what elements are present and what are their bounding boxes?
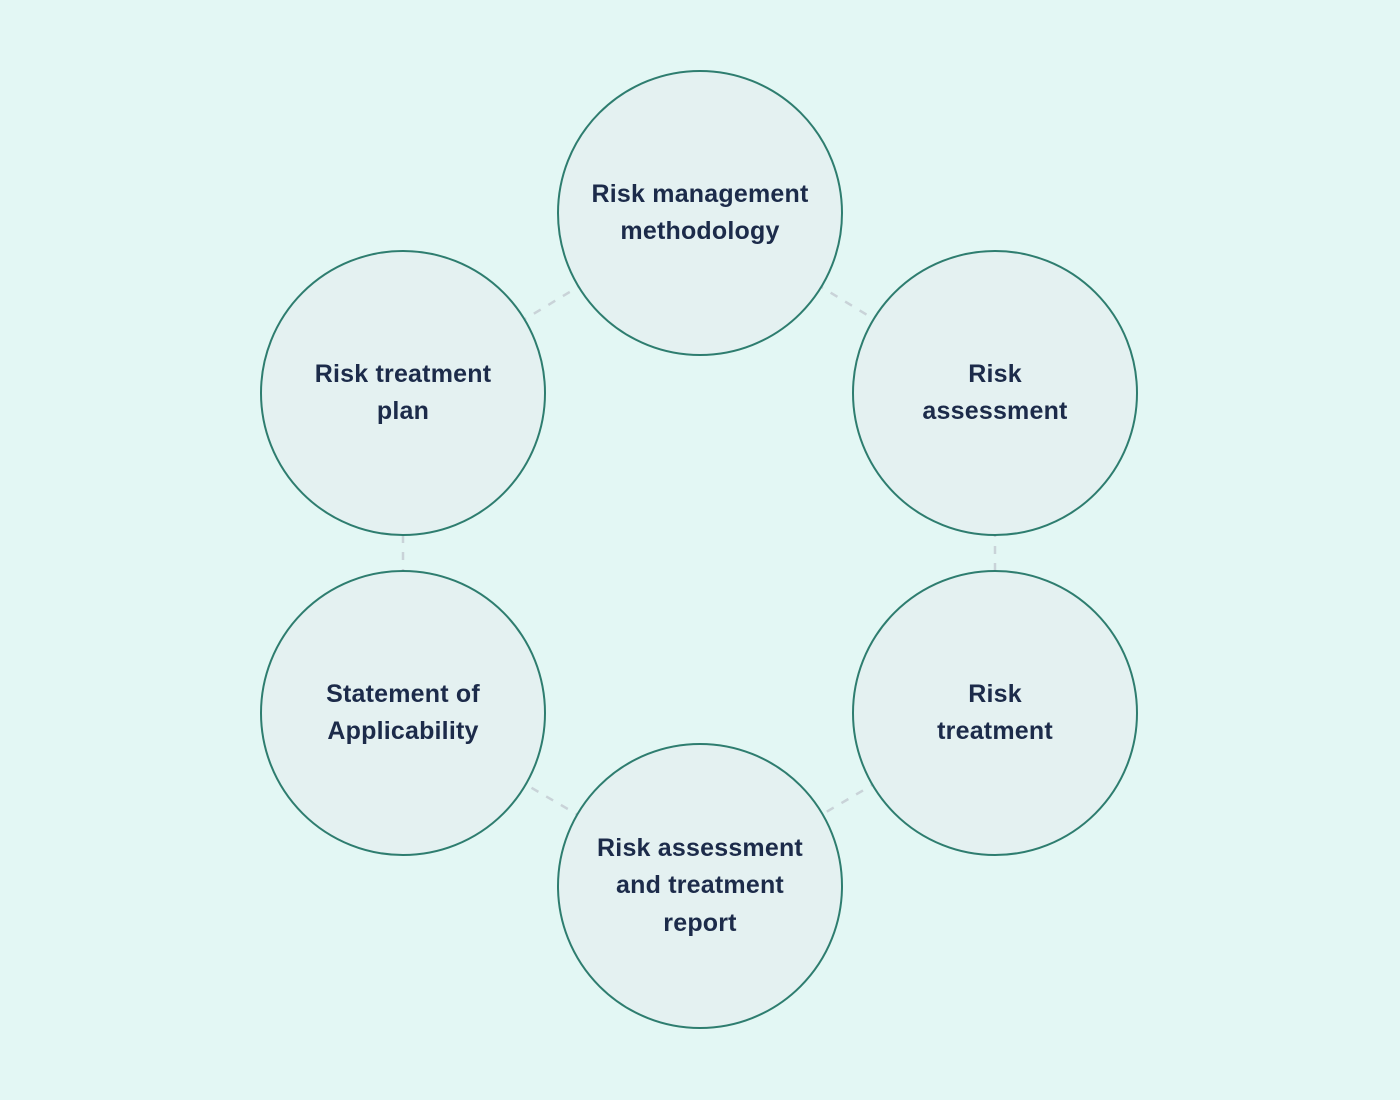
node-risk-treatment: Risk treatment xyxy=(852,570,1138,856)
node-risk-assessment: Risk assessment xyxy=(852,250,1138,536)
node-label: Risk assessment xyxy=(922,359,1068,426)
node-risk-treatment-plan: Risk treatment plan xyxy=(260,250,546,536)
node-statement-of-applicability: Statement of Applicability xyxy=(260,570,546,856)
node-label: Statement of Applicability xyxy=(326,679,480,746)
node-risk-management-methodology: Risk management methodology xyxy=(557,70,843,356)
node-risk-assessment-and-treatment-report: Risk assessment and treatment report xyxy=(557,743,843,1029)
node-label: Risk treatment xyxy=(937,679,1053,746)
node-label: Risk treatment plan xyxy=(314,359,492,426)
node-label: Risk assessment and treatment report xyxy=(597,833,803,937)
node-label: Risk management methodology xyxy=(591,179,809,246)
